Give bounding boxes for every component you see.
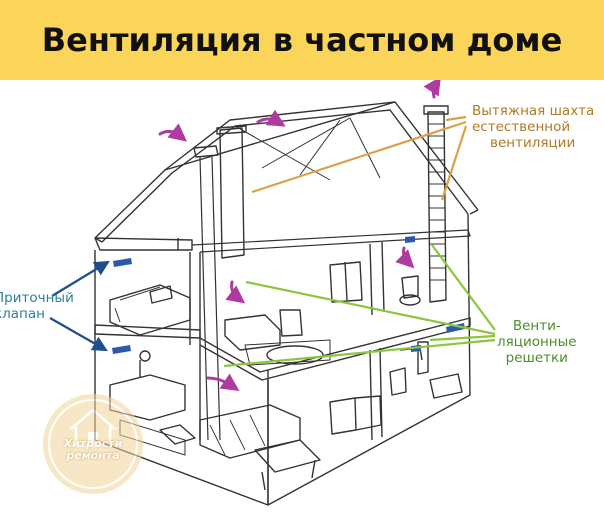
- watermark-line: ремонта: [66, 449, 120, 462]
- house-illustration: [0, 76, 604, 517]
- shaft-leader-3: [440, 125, 468, 201]
- watermark-logo: [43, 394, 143, 494]
- vent-grilles-label-line: Венти-: [512, 318, 561, 334]
- airflow-arrow-5: [395, 246, 415, 269]
- vent-grille-right: [446, 323, 465, 333]
- airflow-arrow-6: [206, 373, 240, 391]
- vent-grille-upper: [112, 345, 131, 354]
- airflow-arrow-1: [158, 123, 188, 142]
- vent-grille-attic: [113, 258, 132, 267]
- attic-floor: [191, 229, 471, 253]
- valve-leader-1: [51, 260, 110, 297]
- house-diagram: [43, 76, 496, 506]
- airflow-arrow-2: [256, 109, 286, 127]
- title-banner: Вентиляция в частном доме: [0, 0, 604, 80]
- vent-grilles-label-line: решетки: [505, 350, 568, 366]
- valve-leader-2: [49, 317, 108, 352]
- shaft-leader-2: [251, 120, 467, 194]
- vent-grilles-label: Венти- ляционные решетки: [497, 318, 577, 366]
- right-wall: [267, 213, 471, 506]
- supply-valve-label: Приточный клапан: [0, 290, 74, 322]
- grille-leader-3: [223, 338, 496, 368]
- exhaust-shaft-label: Вытяжная шахта естественной вентиляции: [472, 103, 594, 151]
- vent-grilles-label-line: ляционные: [497, 334, 577, 350]
- exhaust-shaft-label-line: вентиляции: [490, 135, 576, 151]
- supply-valve-label-line: Приточный: [0, 290, 74, 306]
- gable: [94, 237, 193, 251]
- watermark-line: Хитрости: [63, 437, 123, 450]
- grille-leader-1: [431, 244, 496, 331]
- exhaust-shaft-label-line: Вытяжная шахта: [472, 103, 595, 119]
- central-chimney: [219, 127, 245, 259]
- second-floor-slab: [94, 324, 201, 339]
- watermark-text: Хитрости ремонта: [50, 438, 136, 462]
- bed: [109, 284, 191, 336]
- bathtub: [224, 314, 281, 351]
- airflow-arrow-4: [225, 280, 246, 304]
- exhaust-shaft: [427, 111, 447, 303]
- exhaust-shaft-label-line: естественной: [472, 119, 571, 135]
- kitchen-counter: [199, 404, 301, 459]
- grille-leader-2: [245, 280, 496, 336]
- airflow-arrow-3: [423, 76, 441, 99]
- page-title: Вентиляция в частном доме: [41, 21, 563, 59]
- shaft-leader-1: [445, 115, 467, 122]
- supply-valve-label-line: клапан: [0, 306, 45, 322]
- roof: [94, 101, 479, 239]
- grille-leader-4: [429, 334, 496, 342]
